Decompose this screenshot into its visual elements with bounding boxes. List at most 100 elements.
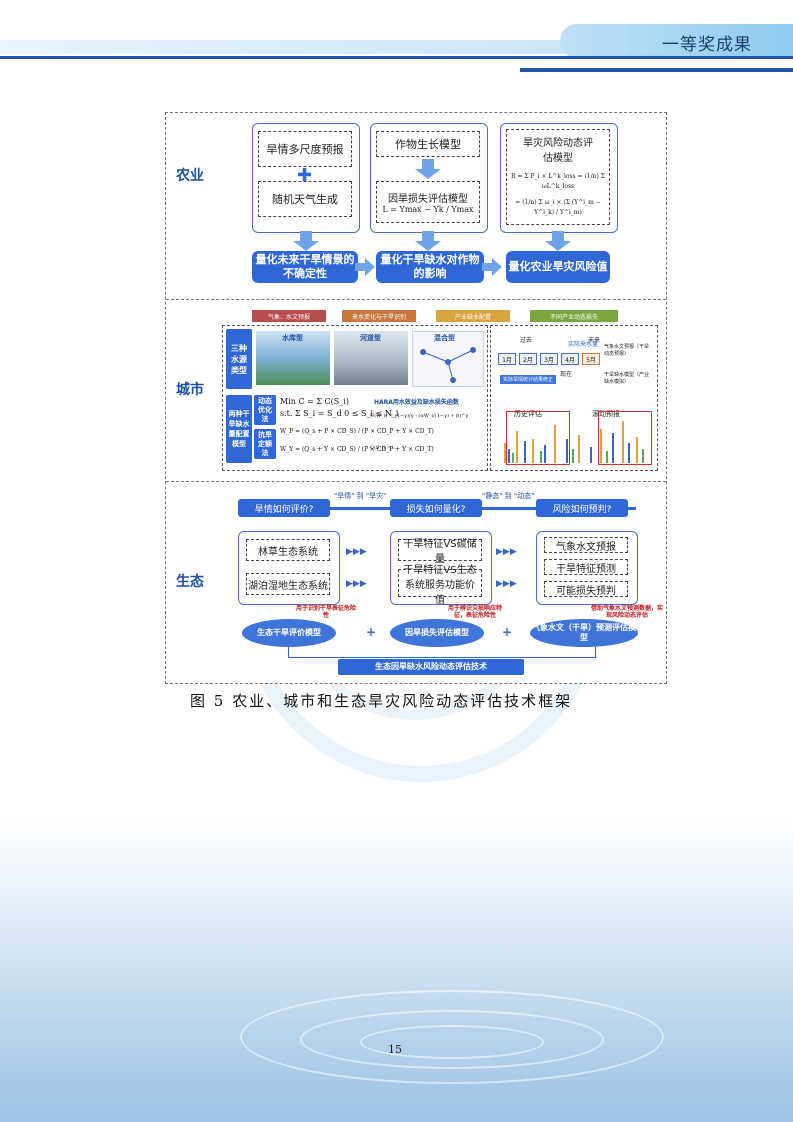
risk-model-title: 旱灾风险动态评估模型 bbox=[523, 138, 593, 164]
row-divider bbox=[166, 481, 666, 482]
down-arrow-icon bbox=[415, 231, 441, 251]
objective-formula: Min C = Σ C(S_i) bbox=[280, 397, 349, 406]
month-cell: 2月 bbox=[519, 353, 537, 365]
shift-label-1: "旱情" 到 "旱灾" bbox=[334, 492, 387, 500]
past-label: 过去 bbox=[520, 337, 533, 344]
hara-formula-2: C(S_i) = ... bbox=[370, 445, 398, 451]
loss-model-title: 因旱损失评估模型 bbox=[388, 194, 468, 205]
eco-row-label: 生态 bbox=[176, 574, 204, 590]
wy-formula: W_Y = (Q_s + Y × CD_S) / (P × CD_P + Y ×… bbox=[280, 446, 434, 453]
grassland-box: 林草生态系统 bbox=[246, 539, 330, 561]
rolling-frame bbox=[598, 411, 652, 465]
q-predict: 风险如何预判? bbox=[536, 499, 628, 517]
plus-icon: + bbox=[366, 625, 377, 639]
water-ripple bbox=[300, 1010, 604, 1069]
chevron-right-icon: ▶▶▶ bbox=[346, 579, 367, 589]
rolling-label: 滚动预报 bbox=[592, 410, 620, 418]
drought-forecast-box: 旱情多尺度预报 bbox=[258, 131, 352, 167]
city-flow-step-4: 不同产业动态损失 bbox=[530, 310, 618, 322]
water-ripple bbox=[360, 1025, 544, 1059]
mixed-diagram bbox=[412, 331, 484, 387]
note-identify: 用于识别干旱表征危险性 bbox=[295, 605, 356, 619]
actual-rain-label: 实际来水量 bbox=[568, 341, 599, 348]
loss-predict-box: 可能损失预判 bbox=[544, 581, 628, 597]
loss-formula-lhs: L bbox=[382, 205, 388, 214]
wp-formula: W_P = (Q_s + P × CD_S) / (P × CD_P + Y ×… bbox=[280, 428, 434, 435]
month-cell: 5月 bbox=[582, 353, 600, 365]
header-title: 一等奖成果 bbox=[662, 35, 752, 55]
drought-rule-label: 抗旱定额法 bbox=[254, 429, 276, 459]
month-cell: 1月 bbox=[498, 353, 516, 365]
header-rule bbox=[0, 56, 793, 59]
river-photo bbox=[334, 331, 408, 385]
right-arrow-icon bbox=[355, 258, 375, 276]
random-weather-box: 随机天气生成 bbox=[258, 181, 352, 217]
month-cell: 3月 bbox=[540, 353, 558, 365]
mixed-network-icon bbox=[420, 347, 476, 383]
actual-note: 实际旱情统计结果修正 bbox=[500, 375, 557, 384]
constraint-formula: s.t. Σ S_i = S_d 0 ≤ S_i ≤ N_i bbox=[280, 409, 399, 418]
right-arrow-icon bbox=[482, 258, 502, 276]
agri-output-impact: 量化干旱缺水对作物的影响 bbox=[376, 251, 484, 283]
loss-formula-frac: Ymax − Yk / Ymax bbox=[399, 205, 474, 214]
water-types-label: 三种水源类型 bbox=[226, 329, 252, 389]
shift-label-2: "静态" 到 "动态" bbox=[482, 492, 535, 500]
risk-formula-2: = (1/n) Σ ω_i × (Σ (Y^i_m − Y^i_k) / Y^i… bbox=[515, 199, 601, 216]
down-arrow-icon bbox=[545, 231, 571, 251]
hara-formula-1: U(W_i) = (1−γ)/γ · (αW_i/(1−γ) + β)^γ bbox=[370, 413, 469, 419]
hydro-forecast-box: 气象水文预报 bbox=[544, 537, 628, 553]
down-arrow-icon bbox=[415, 159, 441, 179]
type-reservoir: 水库型 bbox=[282, 334, 303, 342]
risk-formula-1: R = Σ P_i × L^k_loss = (1/n) Σ ωL^k_loss bbox=[510, 173, 606, 190]
forecast-note-1: 气象水文预报（干旱动态预报） bbox=[604, 344, 650, 357]
city-flow-step-1: 气象、水文预报 bbox=[252, 310, 326, 322]
q-evaluate: 旱情如何评价? bbox=[238, 499, 330, 517]
type-river: 河道型 bbox=[360, 334, 381, 342]
service-value-box: 干旱特征VS生态系统服务功能价值 bbox=[398, 565, 482, 606]
crop-model-box: 作物生长模型 bbox=[376, 131, 480, 157]
city-model-panel bbox=[222, 325, 488, 471]
city-flow-step-2: 来水变化与干旱识别 bbox=[342, 310, 416, 322]
future-label: 未来 bbox=[588, 337, 601, 344]
month-cell: 4月 bbox=[561, 353, 579, 365]
down-arrow-icon bbox=[293, 231, 319, 251]
q-quantify: 损失如何量化? bbox=[390, 499, 482, 517]
chevron-right-icon: ▶▶▶ bbox=[346, 547, 367, 557]
agri-output-risk: 量化农业旱灾风险值 bbox=[506, 251, 610, 283]
wetland-box: 湖泊湿地生态系统 bbox=[246, 573, 330, 595]
agri-output-uncertainty: 量化未来干旱情景的不确定性 bbox=[252, 251, 358, 283]
city-row-label: 城市 bbox=[176, 382, 204, 398]
merge-bracket bbox=[288, 647, 596, 658]
plus-icon: + bbox=[502, 625, 513, 639]
framework-figure: 农业 旱情多尺度预报 ✚ 随机天气生成 作物生长模型 因旱损失评估模型 L = … bbox=[165, 112, 667, 684]
plus-icon: ✚ bbox=[297, 165, 313, 186]
eco-predict-model: 气象水文（干旱）预测评估模型 bbox=[530, 619, 638, 647]
loss-model-formula: L = Ymax − Yk / Ymax bbox=[382, 205, 474, 214]
note-dynamic: 借助气象水文预测数据，实现风险动态评估 bbox=[590, 605, 663, 619]
month-row: 1月 2月 3月 4月 5月 bbox=[498, 353, 600, 365]
header-rule-accent bbox=[520, 68, 793, 72]
carbon-box: 干旱特征VS碳储量 bbox=[398, 539, 482, 565]
forecast-note-2: 干旱缺水模型（产业缺水模拟） bbox=[604, 372, 650, 385]
risk-model-box: 旱灾风险动态评估模型 R = Σ P_i × L^k_loss = (1/n) … bbox=[506, 129, 610, 225]
hara-title: HARA用水效益及缺水损失函数 bbox=[374, 399, 459, 406]
history-label: 历史评估 bbox=[514, 410, 542, 418]
eco-eval-model: 生态干旱评价模型 bbox=[242, 619, 336, 647]
page-number: 15 bbox=[388, 1043, 402, 1056]
reservoir-photo bbox=[256, 331, 330, 385]
eco-loss-model: 因旱损失评估模型 bbox=[390, 619, 484, 647]
chevron-right-icon: ▶▶▶ bbox=[496, 579, 517, 589]
history-frame bbox=[506, 411, 570, 465]
water-ripple bbox=[240, 990, 664, 1084]
chevron-right-icon: ▶▶▶ bbox=[496, 547, 517, 557]
city-assessment-panel bbox=[490, 325, 658, 471]
row-divider bbox=[166, 299, 666, 300]
header-pill bbox=[560, 24, 793, 58]
allocation-model-label: 两种干旱缺水量配置模型 bbox=[226, 395, 252, 463]
loss-model-box: 因旱损失评估模型 L = Ymax − Yk / Ymax bbox=[376, 181, 480, 223]
eco-final-tech: 生态因旱缺水风险动态评估技术 bbox=[338, 659, 524, 675]
type-mixed: 混合型 bbox=[434, 334, 455, 342]
note-response: 用于辨识灾损响应特征，表征危险性 bbox=[447, 605, 502, 619]
feature-predict-box: 干旱特征预测 bbox=[544, 559, 628, 575]
agri-row-label: 农业 bbox=[176, 168, 204, 184]
